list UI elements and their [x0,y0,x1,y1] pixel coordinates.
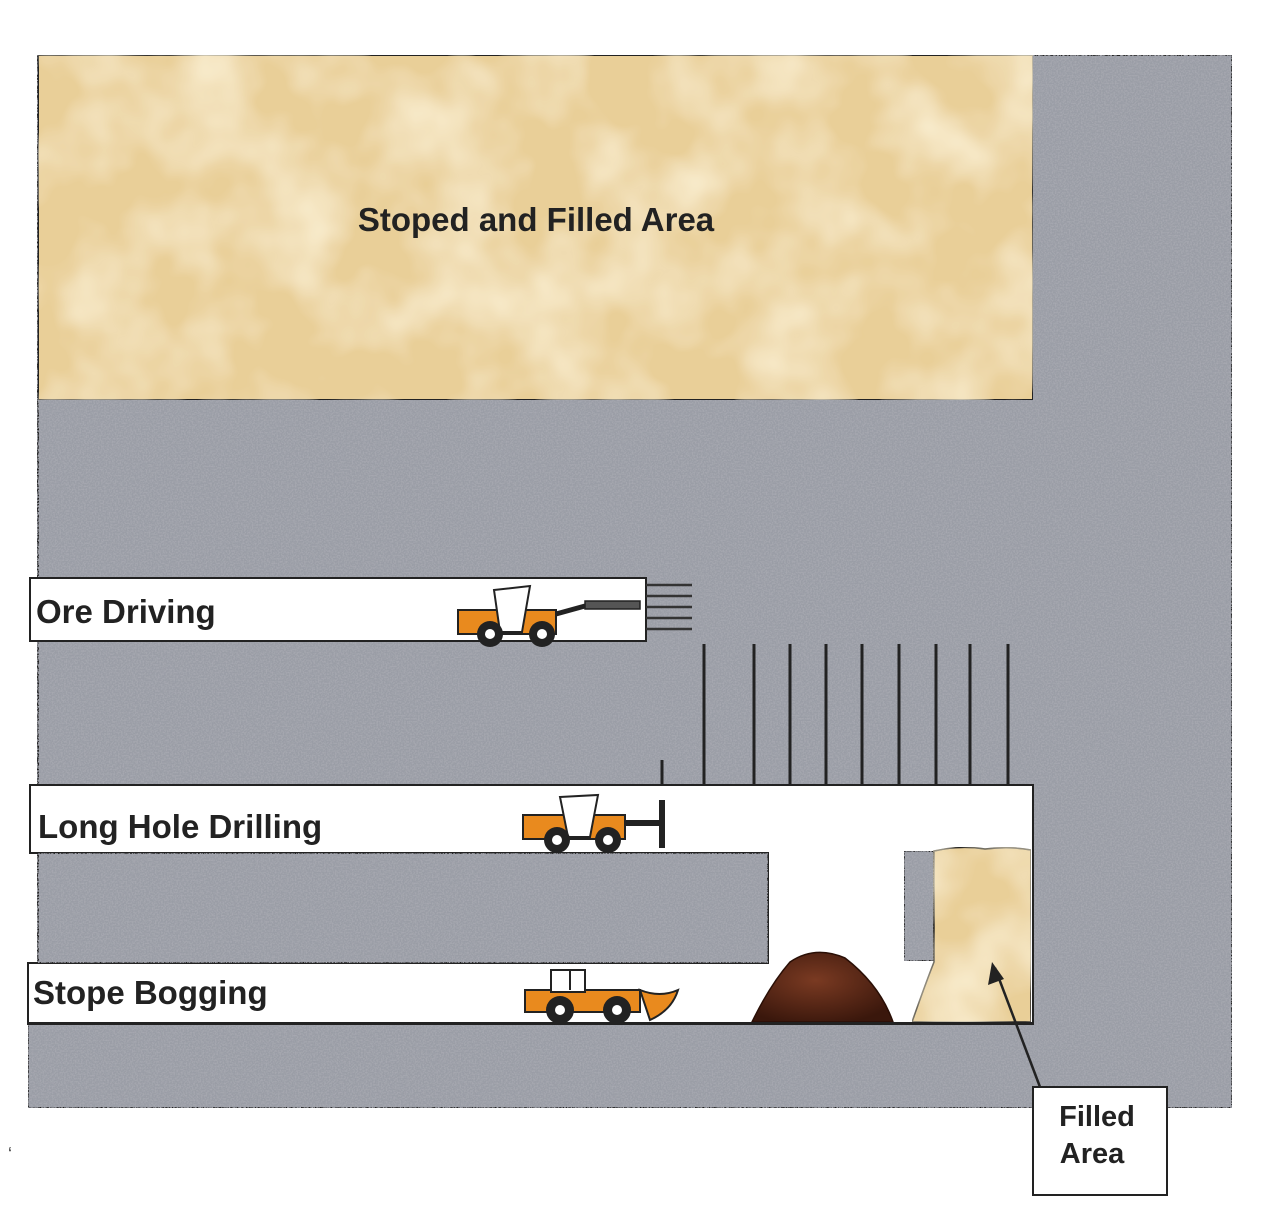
ore-driving-label: Ore Driving [36,593,216,630]
loader-icon [524,969,680,1024]
corner-mark: ‘ [8,1144,12,1164]
muck-pile [750,951,895,1023]
filled-area-label-line1: Filled [1059,1101,1135,1133]
long-hole-drilling-label: Long Hole Drilling [38,808,322,845]
filled-area-callout: Filled Area [988,962,1168,1196]
rock-pillar-lower [37,852,769,964]
filled-area-label-line2: Area [1060,1138,1125,1170]
stope-bogging-label: Stope Bogging [33,974,268,1011]
long-holes [660,644,1010,787]
long-hole-rig-icon [522,793,665,853]
rock-pillar-small [903,850,935,962]
drill-jumbo-icon [457,584,641,647]
stoped-area-label: Stoped and Filled Area [358,201,715,238]
stoped-filled-area [37,54,1034,401]
face-drill-holes [646,583,692,631]
